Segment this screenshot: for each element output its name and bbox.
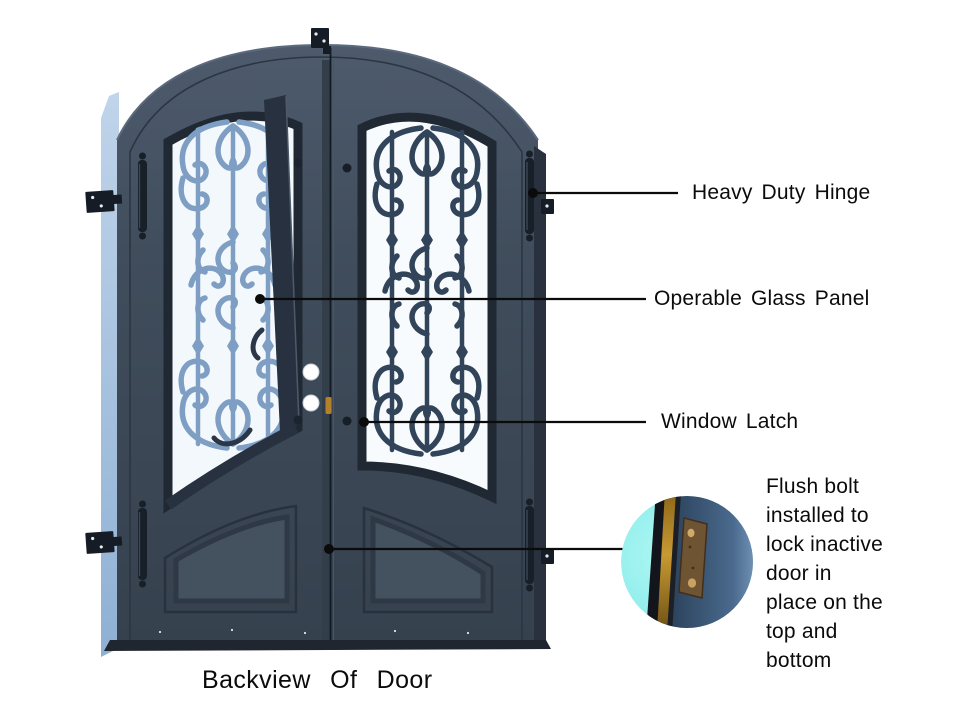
hinge-right-bottom-icon (525, 498, 534, 592)
flush-note-line: lock inactive (766, 533, 883, 556)
label-operable-glass-panel: Operable Glass Panel (654, 287, 870, 310)
sill-speckles (158, 628, 470, 635)
bore-hole-bottom (302, 394, 320, 412)
right-door-window (362, 117, 492, 497)
flush-note-line: place on the (766, 591, 883, 614)
bracket-left-top-icon (85, 190, 123, 213)
flush-note-line: bottom (766, 649, 832, 672)
window-latch-knob (342, 416, 352, 426)
flush-note-line: installed to (766, 504, 869, 527)
door-center-gap (322, 48, 334, 640)
door-sill (104, 640, 551, 651)
flush-bolt-detail-inset (621, 496, 753, 628)
left-door-window (164, 95, 303, 510)
bracket-right-bottom-icon (541, 548, 554, 564)
flush-note-line: door in (766, 562, 832, 585)
flush-bolt-strike (325, 397, 332, 414)
bracket-top-center-icon (311, 28, 331, 54)
label-window-latch: Window Latch (661, 410, 799, 433)
diagram-caption: Backview Of Door (202, 666, 433, 694)
callout-lines (255, 188, 678, 554)
label-flush-bolt-note: Flush bolt installed to lock inactive do… (766, 472, 936, 675)
bracket-left-bottom-icon (85, 531, 123, 554)
flush-bolt-plate (678, 517, 708, 599)
right-window-scrollwork (375, 128, 479, 454)
hinge-left-bottom-icon (138, 500, 147, 588)
hinge-left-top-icon (138, 152, 147, 240)
label-heavy-duty-hinge: Heavy Duty Hinge (692, 181, 871, 204)
panel-latch-knob (293, 415, 303, 425)
flush-note-line: Flush bolt (766, 475, 860, 498)
flush-note-line: top and (766, 620, 838, 643)
right-panel-hinge-knob (342, 163, 352, 173)
callout-glass-panel (255, 294, 646, 304)
bracket-right-top-icon (541, 199, 554, 214)
callout-hinge (528, 188, 678, 198)
panel-latch-knob-top (293, 158, 303, 168)
callout-window-latch (359, 417, 646, 427)
mounting-brackets (85, 28, 554, 564)
bore-hole-top (302, 363, 320, 381)
operable-panel-open-frame (164, 95, 303, 510)
callout-flush-bolt (324, 544, 623, 554)
door-jamb-edge (101, 92, 119, 657)
